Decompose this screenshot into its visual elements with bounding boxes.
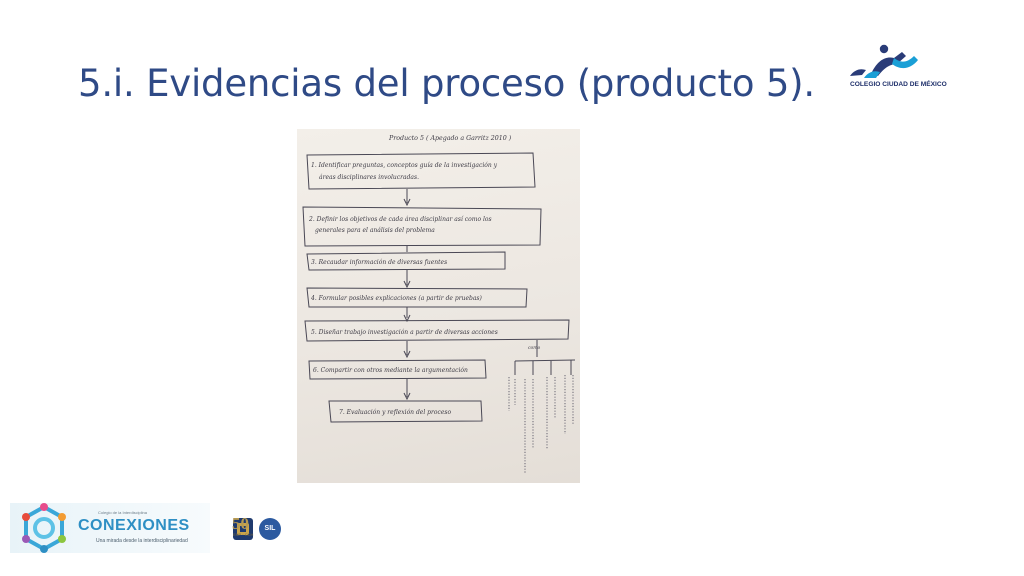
step-7: 7. Evaluación y reflexión del proceso	[339, 409, 451, 416]
sil-logo: SIL	[259, 518, 281, 540]
slide-title: 5.i. Evidencias del proceso (producto 5)…	[78, 62, 815, 105]
step-4: 4. Formular posibles explicaciones (a pa…	[310, 295, 483, 302]
step-2-line-1: 2. Definir los objetivos de cada área di…	[308, 216, 492, 223]
conexiones-network-icon	[22, 503, 66, 553]
anniversary-subtext: ENP · CCH	[233, 532, 254, 537]
school-logo: COLEGIO CIUDAD DE MÉXICO	[842, 42, 947, 102]
handwritten-flowchart-photo: Producto 5 ( Apegado a Garritz 2010 ) 1.…	[297, 129, 580, 483]
step-1-line-1: 1. Identificar preguntas, conceptos guía…	[311, 162, 498, 169]
step-2-line-2: generales para el análisis del problema	[315, 227, 435, 234]
conexiones-logo: Colegio de la Interdisciplina CONEXIONES…	[10, 503, 210, 553]
conexiones-tagline: Una mirada desde la interdisciplinarieda…	[96, 538, 188, 544]
conexiones-wordmark: CONEXIONES	[78, 517, 190, 534]
anniversary-logo: 50	[232, 514, 249, 533]
step-6: 6. Compartir con otros mediante la argum…	[313, 367, 468, 374]
flowchart-drawing: Producto 5 ( Apegado a Garritz 2010 ) 1.…	[302, 135, 576, 474]
unam-crest-icon	[233, 518, 253, 540]
step-5: 5. Diseñar trabajo investigación a parti…	[311, 329, 498, 336]
branch-label: como	[528, 346, 540, 351]
step-3: 3. Recaudar información de diversas fuen…	[311, 259, 447, 266]
conexiones-mini-text: Colegio de la Interdisciplina	[98, 510, 147, 515]
step-1-line-2: áreas disciplinares involucradas.	[319, 174, 419, 181]
school-name: COLEGIO CIUDAD DE MÉXICO	[850, 81, 947, 88]
photo-header: Producto 5 ( Apegado a Garritz 2010 )	[388, 135, 512, 142]
climbing-figure-icon	[842, 42, 944, 102]
